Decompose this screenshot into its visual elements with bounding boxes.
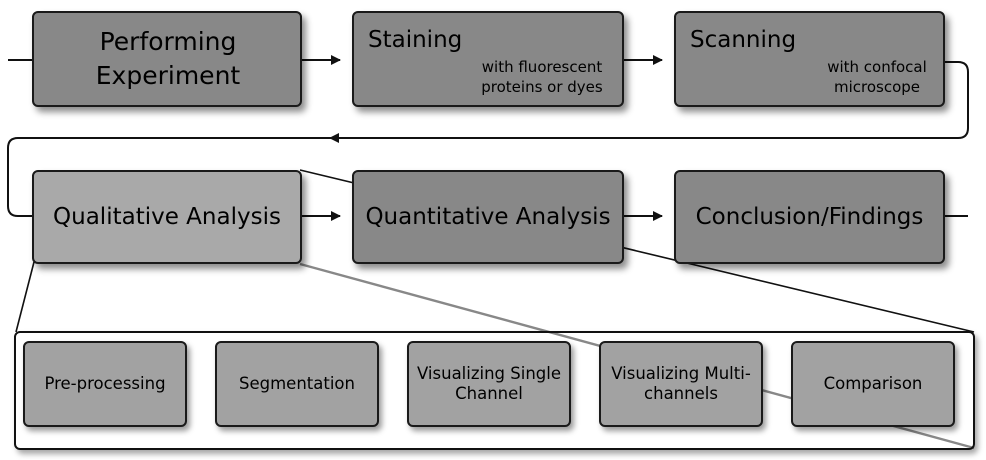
staining-box[interactable]: Staining with fluorescent proteins or dy… (352, 11, 624, 107)
scanning-title: Scanning (690, 27, 797, 53)
quantitative-analysis-label: Quantitative Analysis (365, 204, 611, 230)
segmentation-box[interactable]: Segmentation (215, 341, 379, 427)
scanning-detail: with confocal microscope (827, 58, 927, 96)
comparison-label: Comparison (823, 374, 923, 393)
qualitative-analysis-label: Qualitative Analysis (53, 204, 281, 230)
scanning-box[interactable]: Scanning with confocal microscope (674, 11, 945, 107)
pre-processing-label: Pre-processing (44, 374, 166, 393)
staining-title: Staining (368, 27, 463, 53)
qualitative-analysis-box[interactable]: Qualitative Analysis (32, 170, 302, 264)
visualizing-single-channel-box[interactable]: Visualizing Single Channel (407, 341, 571, 427)
performing-experiment-label: Performing Experiment (95, 27, 241, 90)
conclusion-findings-label: Conclusion/Findings (695, 204, 924, 230)
segmentation-label: Segmentation (239, 374, 355, 393)
staining-detail: with fluorescent proteins or dyes (481, 58, 603, 96)
comparison-box[interactable]: Comparison (791, 341, 955, 427)
quantitative-analysis-box[interactable]: Quantitative Analysis (352, 170, 624, 264)
visualizing-single-channel-label: Visualizing Single Channel (417, 364, 561, 403)
visualizing-multi-channels-label: Visualizing Multi-channels (611, 364, 751, 403)
wraparound-return-line (7, 137, 330, 217)
performing-experiment-box[interactable]: Performing Experiment (32, 11, 302, 107)
expand-line-left (15, 261, 35, 333)
visualizing-multi-channels-box[interactable]: Visualizing Multi-channels (599, 341, 763, 427)
qualitative-detail-panel (14, 331, 975, 450)
conclusion-findings-box[interactable]: Conclusion/Findings (674, 170, 945, 264)
wraparound-connector (329, 61, 969, 143)
pre-processing-box[interactable]: Pre-processing (23, 341, 187, 427)
